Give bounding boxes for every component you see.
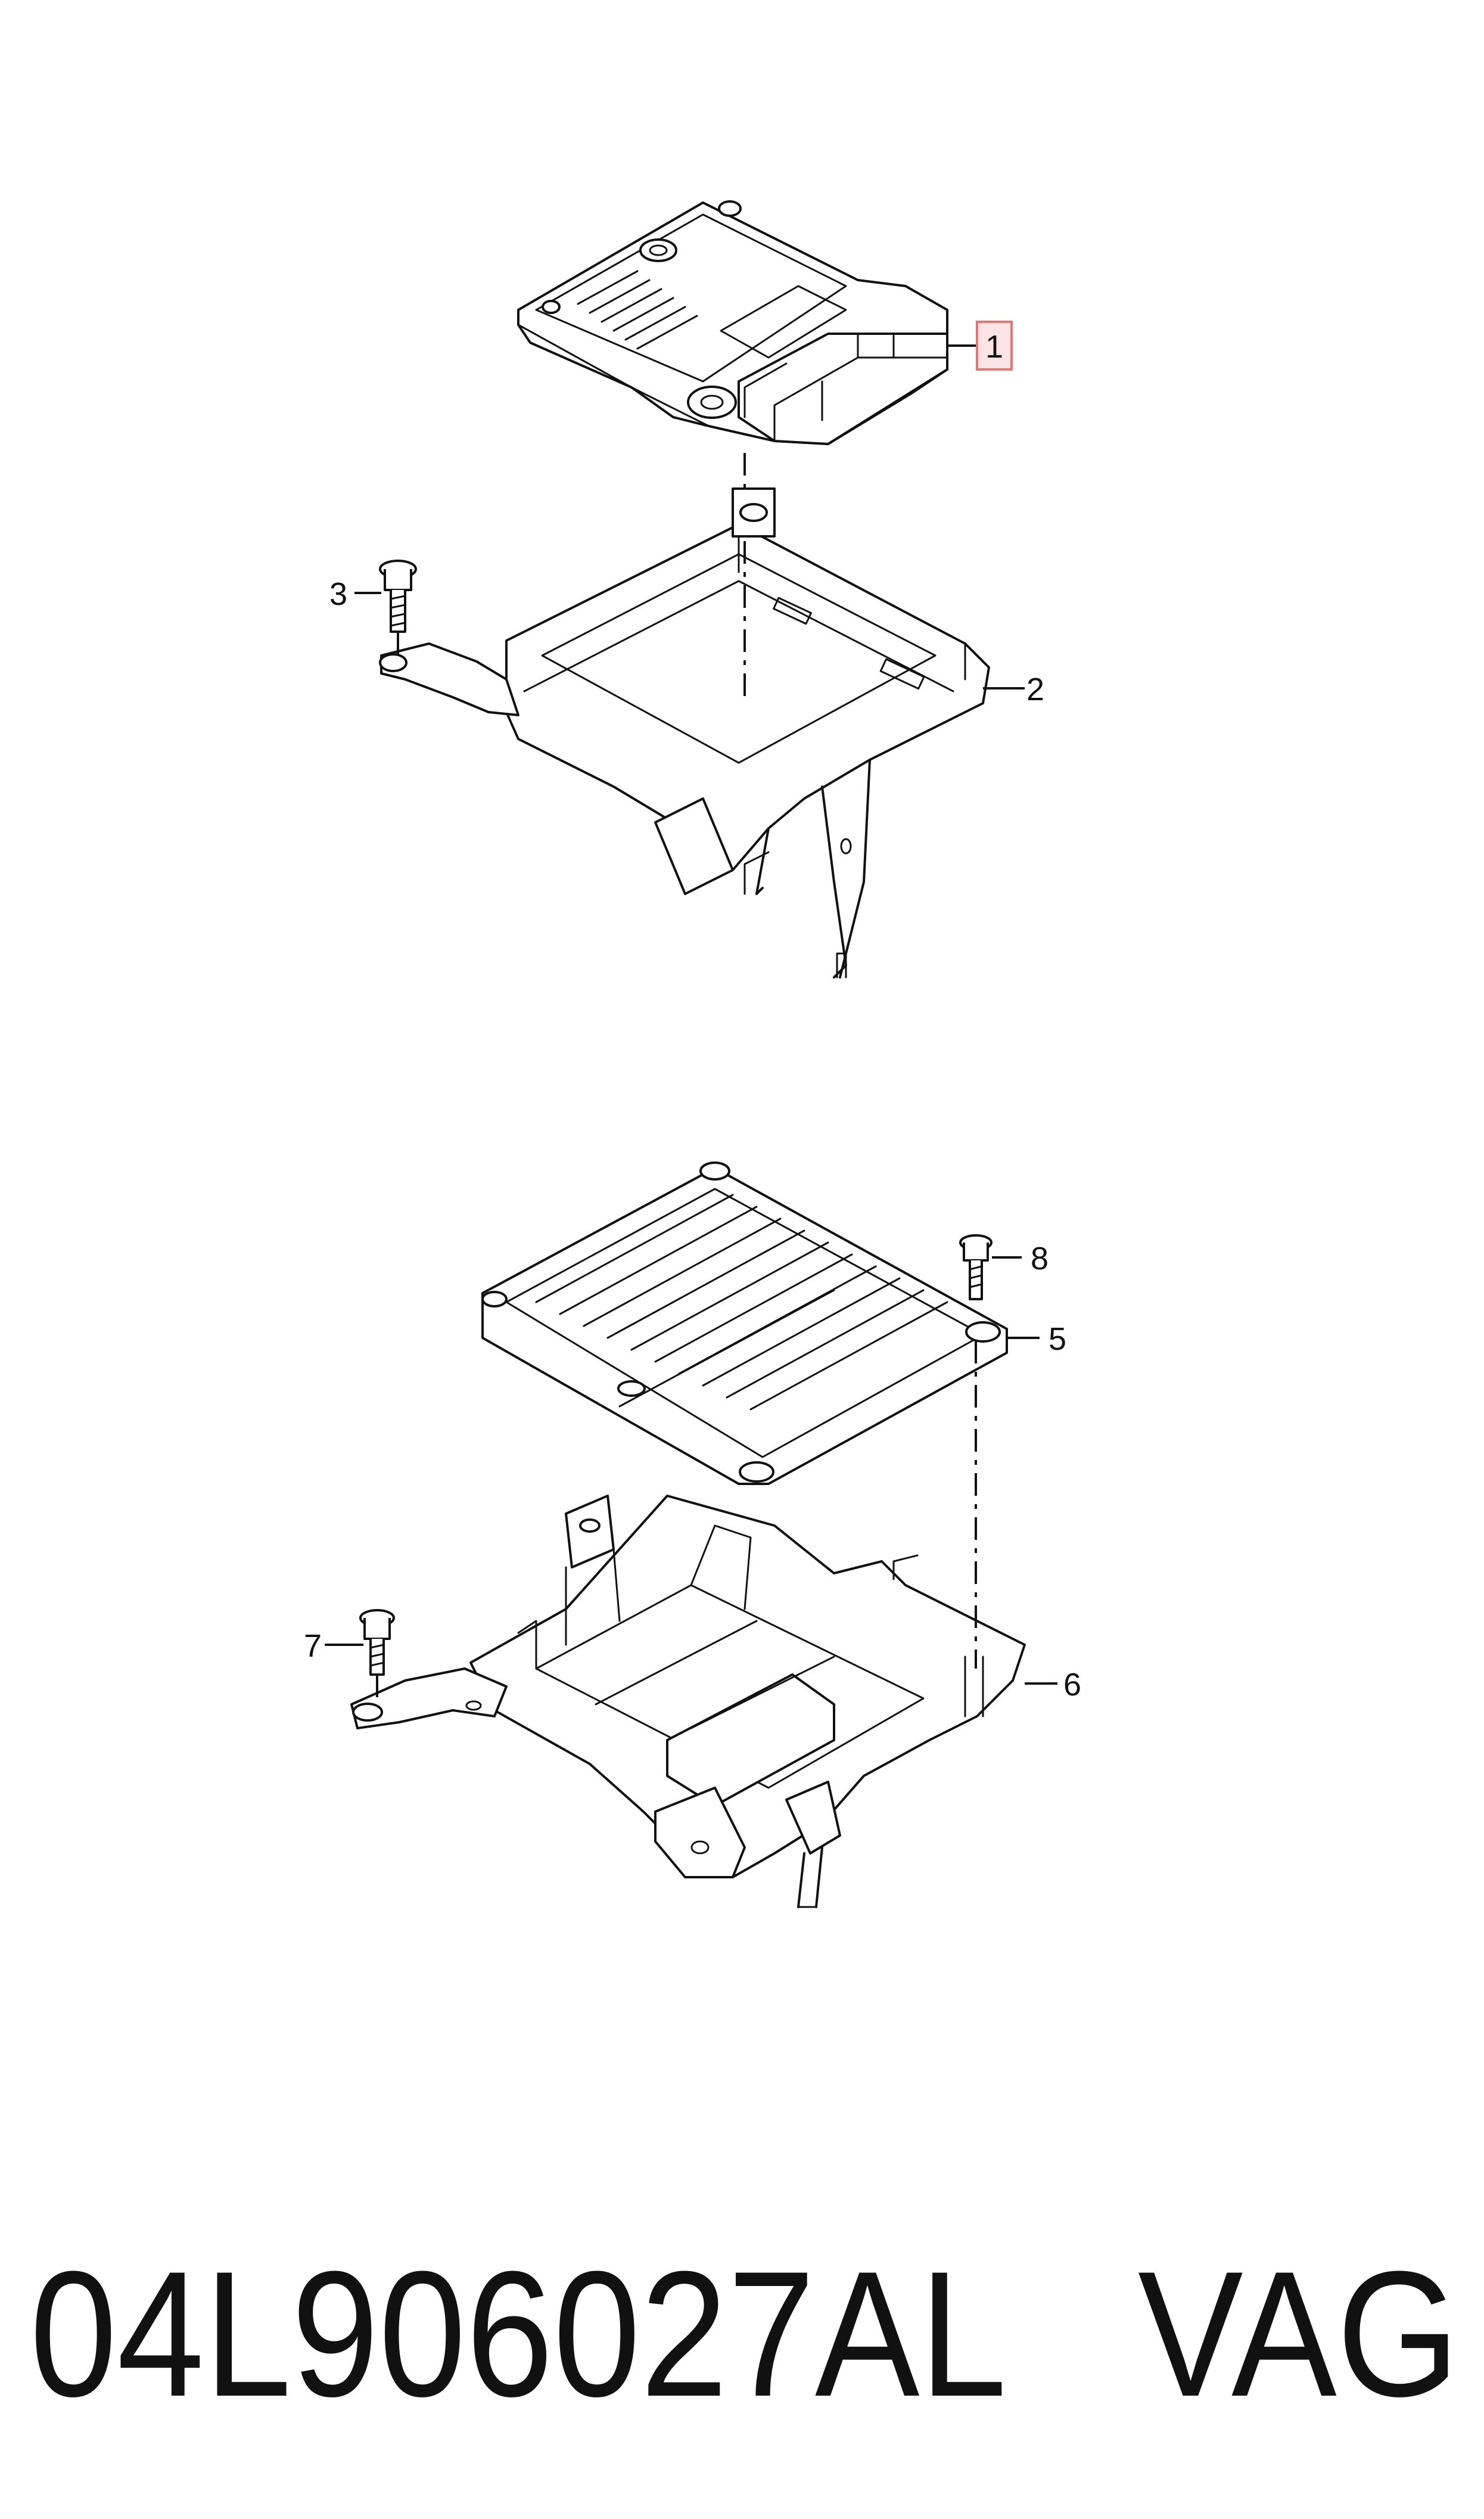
part-3-screw[interactable] [379,560,417,656]
part-8-screw[interactable] [959,1234,993,1300]
callout-5-label: 5 [1049,1321,1066,1357]
callout-3-label: 3 [329,576,347,612]
part-5-control-unit-housing[interactable] [481,1161,1008,1485]
part-2-bracket[interactable] [379,487,990,979]
part-number-text: 04L906027AL [30,2234,1007,2434]
callout-6[interactable]: 6 [1025,1667,1081,1703]
part-1-control-unit[interactable] [517,200,948,445]
callout-3[interactable]: 3 [329,576,381,612]
callout-7[interactable]: 7 [304,1628,363,1664]
callout-2-label: 2 [1026,672,1044,707]
callout-8[interactable]: 8 [992,1241,1049,1276]
brand-text: VAG [1138,2234,1460,2434]
callout-8-label: 8 [1031,1241,1049,1276]
part-6-tray-bracket[interactable] [350,1495,1026,1908]
part-7-screw[interactable] [359,1609,395,1704]
callout-7-label: 7 [304,1628,322,1664]
callout-6-label: 6 [1063,1667,1081,1703]
callout-1-highlight [976,321,1013,371]
callout-2[interactable]: 2 [983,672,1044,707]
callout-5[interactable]: 5 [1007,1321,1066,1357]
callout-1-label: 1 [985,329,1003,365]
callout-1[interactable]: 1 [947,321,1013,371]
